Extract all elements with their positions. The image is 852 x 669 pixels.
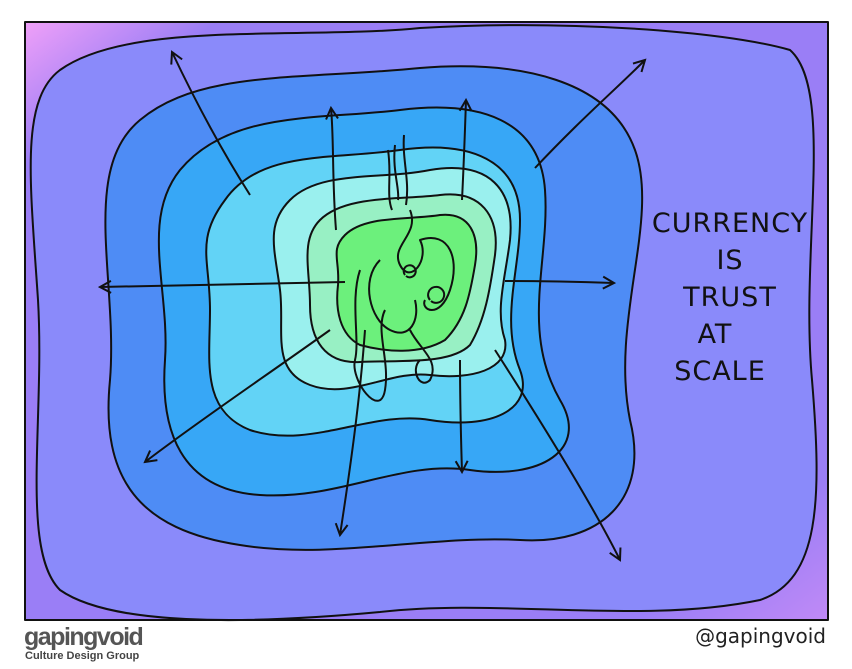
tangle: [353, 134, 455, 402]
caption-line: AT: [697, 319, 733, 350]
arrows: [100, 52, 645, 560]
core: [335, 213, 478, 352]
brand-logo: gapingvoid: [24, 623, 144, 651]
caption-line: TRUST: [683, 282, 777, 313]
caption-line: CURRENCY: [651, 208, 809, 239]
caption-line: SCALE: [674, 356, 766, 387]
caption-line: IS: [716, 245, 744, 276]
brand-subtitle: Culture Design Group: [25, 650, 140, 662]
cartoon-caption: CURRENCY IS TRUST AT SCALE: [640, 205, 820, 390]
social-handle: @gapingvoid: [695, 624, 826, 648]
